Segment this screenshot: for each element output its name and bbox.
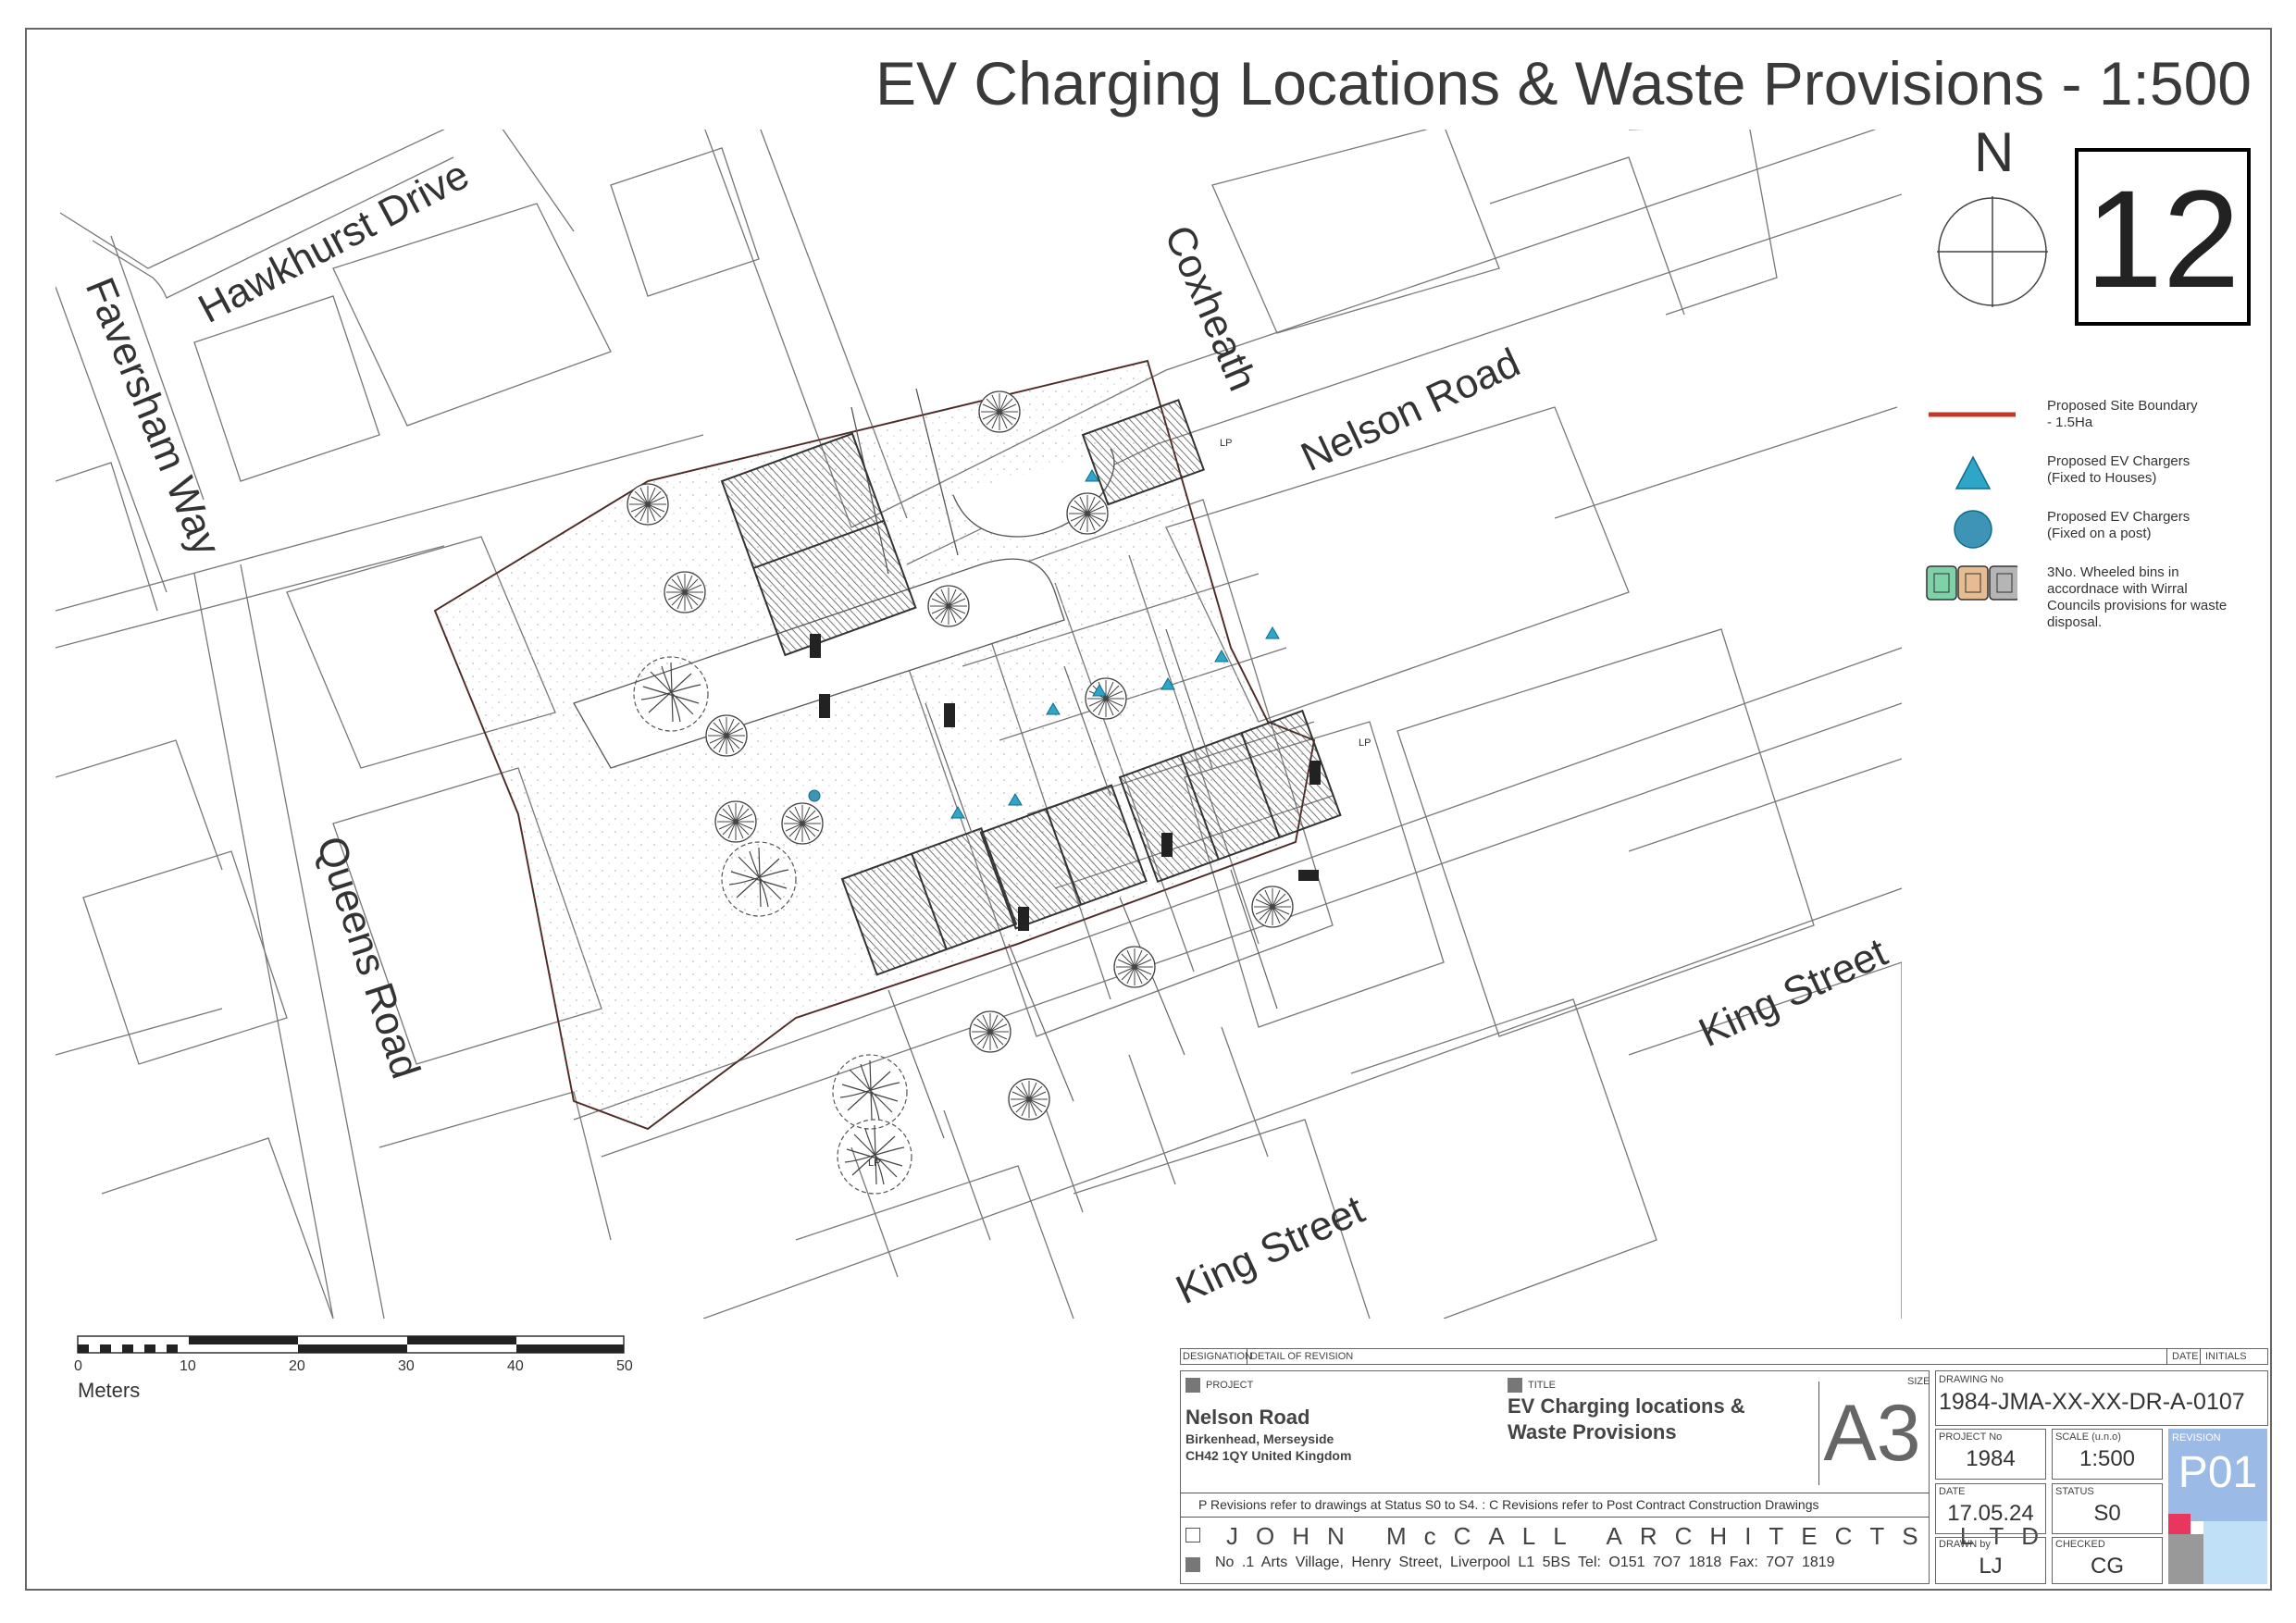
scale-bar-graphic <box>77 1335 625 1354</box>
date-header-label: DATE <box>2172 1351 2199 1362</box>
revision-block: REVISION P01 <box>2168 1429 2267 1584</box>
proposed-site <box>433 359 1342 1195</box>
sheet-number: 12 <box>2075 148 2251 326</box>
initials-label: INITIALS <box>2205 1351 2247 1362</box>
circle-icon <box>1954 510 1992 549</box>
street-label-hawkhurst: Hawkhurst Drive <box>192 152 477 332</box>
north-label: N <box>1974 121 2015 183</box>
street-label-king-east: King Street <box>1693 930 1894 1056</box>
scale-tick: 20 <box>289 1358 305 1374</box>
north-arrow: N <box>1930 120 2059 315</box>
scale-value: 1:500 <box>2079 1446 2136 1471</box>
project-address-1: Birkenhead, Merseyside <box>1185 1431 1334 1446</box>
checked-value: CG <box>2091 1554 2124 1579</box>
scale-tick: 30 <box>398 1358 415 1374</box>
drawing-frame <box>25 28 2272 1591</box>
square-icon <box>1508 1378 1522 1393</box>
scale-tick: 50 <box>616 1358 633 1374</box>
legend-item-ev-houses: Proposed EV Chargers(Fixed to Houses) <box>1925 452 2249 507</box>
firm-address: No .1 Arts Village, Henry Street, Liverp… <box>1215 1555 1835 1570</box>
drawing-title: EV Charging Locations & Waste Provisions… <box>875 49 2252 118</box>
designation-label: DESIGNATION <box>1183 1351 1252 1362</box>
compass-icon <box>1937 196 2048 307</box>
project-label: PROJECT <box>1206 1380 1254 1391</box>
scale-tick: 10 <box>180 1358 196 1374</box>
lamp-post-label: LP <box>868 1158 880 1169</box>
legend-item-ev-post: Proposed EV Chargers(Fixed on a post) <box>1925 507 2249 563</box>
square-icon <box>1185 1378 1200 1393</box>
street-label-queens: Queens Road <box>307 831 428 1084</box>
site-plan-map: Hawkhurst Drive Faversham Way Coxheath N… <box>56 130 1902 1319</box>
date-value: 17.05.24 <box>1947 1501 2034 1526</box>
legend: Proposed Site Boundary- 1.5Ha Proposed E… <box>1925 396 2249 637</box>
firm-name: JOHN McCALL ARCHITECTS LTD <box>1226 1522 2057 1550</box>
checked-label: CHECKED <box>2055 1539 2105 1550</box>
revision-label: REVISION <box>2172 1432 2221 1443</box>
size-label: SIZE <box>1907 1376 1930 1387</box>
status-label: STATUS <box>2055 1486 2094 1497</box>
lamp-post-label: LP <box>1359 737 1371 749</box>
drawing-number: 1984-JMA-XX-XX-DR-A-0107 <box>1939 1389 2245 1415</box>
wheeled-bins-icon <box>1926 565 2017 601</box>
revision-note: P Revisions refer to drawings at Status … <box>1198 1497 1819 1512</box>
scale-unit: Meters <box>78 1379 141 1402</box>
scale-bar: 0 10 20 30 40 50 Meters <box>74 1332 648 1416</box>
street-label-coxheath: Coxheath <box>1156 219 1266 398</box>
street-label-nelson: Nelson Road <box>1295 340 1527 480</box>
drawing-title-line-2: Waste Provisions <box>1508 1420 1677 1443</box>
drawing-no-label: DRAWING No <box>1939 1374 2004 1385</box>
drawn-by-label: DRAWN by <box>1939 1539 1991 1550</box>
drawing-title-line-1: EV Charging locations & <box>1508 1394 1745 1418</box>
scale-label: SCALE (u.n.o) <box>2055 1431 2121 1443</box>
revision-value: P01 <box>2178 1448 2258 1497</box>
square-icon <box>1185 1557 1200 1572</box>
logo-block <box>2168 1514 2191 1534</box>
title-label: TITLE <box>1528 1380 1556 1391</box>
lamp-post-label: LP <box>1220 438 1232 449</box>
title-block: DESIGNATION DETAIL OF REVISION DATE INIT… <box>1180 1348 2268 1584</box>
project-name: Nelson Road <box>1185 1406 1310 1429</box>
sheet-size: A3 <box>1823 1389 1921 1478</box>
drawn-by-value: LJ <box>1979 1554 2003 1579</box>
square-outline-icon <box>1185 1528 1200 1542</box>
scale-tick: 0 <box>74 1358 82 1374</box>
project-address-2: CH42 1QY United Kingdom <box>1185 1448 1352 1463</box>
project-no-label: PROJECT No <box>1939 1431 2003 1443</box>
project-number: 1984 <box>1966 1446 2016 1471</box>
detail-label: DETAIL OF REVISION <box>1250 1351 1354 1362</box>
legend-item-site-boundary: Proposed Site Boundary- 1.5Ha <box>1925 396 2249 452</box>
date-label: DATE <box>1939 1486 1966 1497</box>
scale-tick: 40 <box>507 1358 524 1374</box>
street-label-king-south: King Street <box>1170 1187 1371 1313</box>
triangle-icon <box>1955 455 1992 489</box>
red-line-icon <box>1929 412 2016 417</box>
status-value: S0 <box>2093 1501 2121 1526</box>
